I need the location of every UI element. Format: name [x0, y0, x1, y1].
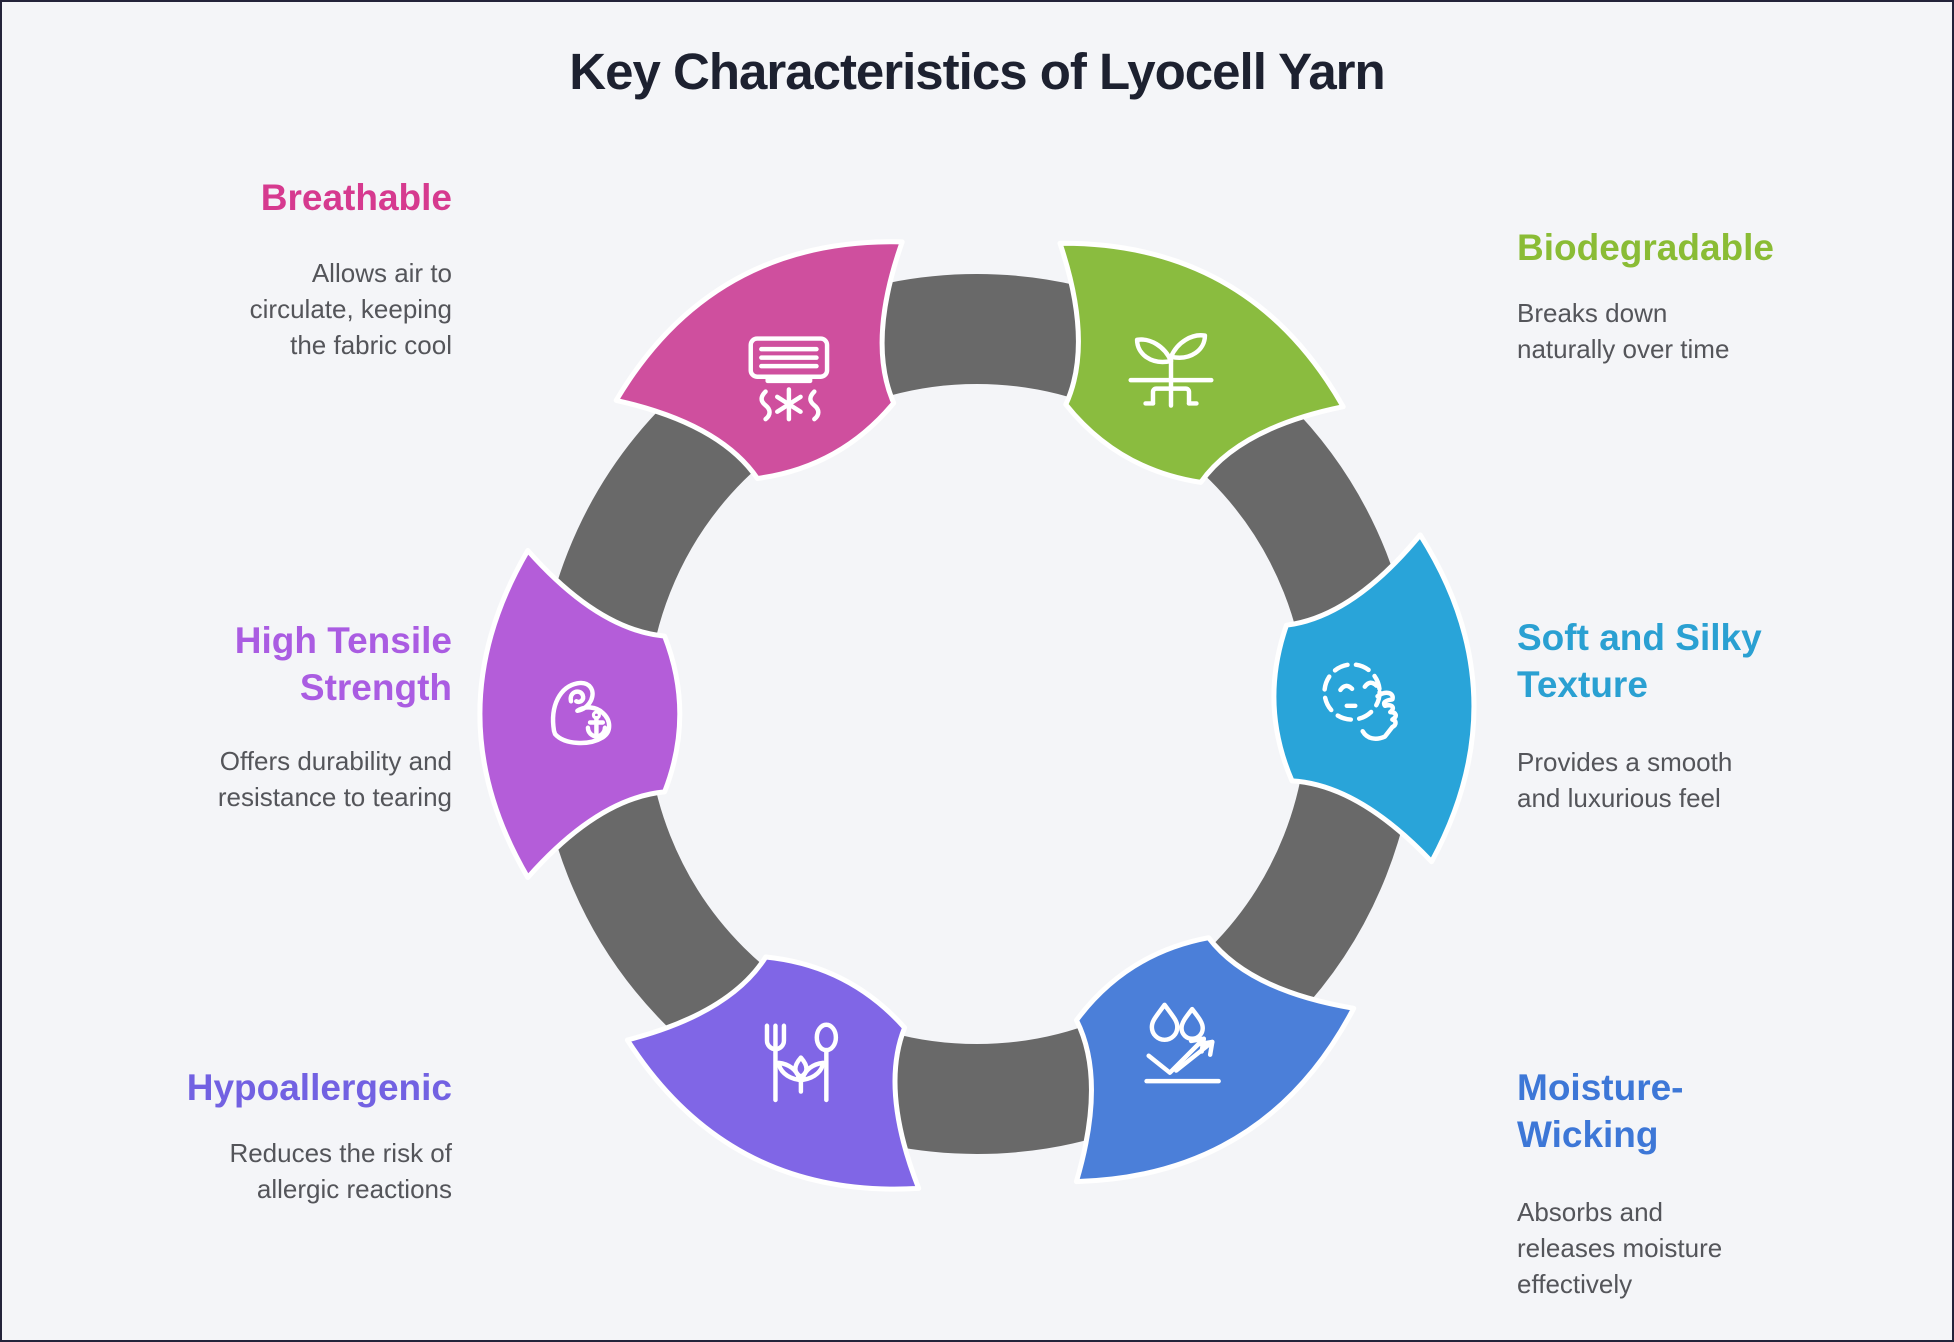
feature-title: Soft and Silky Texture: [1517, 617, 1762, 705]
segment-breathable: [613, 239, 905, 481]
droplets-wicking-icon: [1144, 1002, 1221, 1084]
feature-breathable: Breathable Allows air to circulate, keep…: [102, 174, 452, 363]
feature-hypoallergenic: Hypoallergenic Reduces the risk of aller…: [102, 1064, 452, 1207]
air-conditioner-icon: [748, 336, 830, 422]
feature-title: Moisture- Wicking: [1517, 1067, 1684, 1155]
feature-title: Hypoallergenic: [186, 1067, 452, 1108]
flexed-biceps-icon: [550, 680, 612, 746]
plant-with-roots-icon: [1128, 333, 1214, 408]
feature-description: Breaks down naturally over time: [1517, 298, 1730, 364]
feature-high-tensile-strength: High Tensile Strength Offers durability …: [102, 617, 452, 815]
feature-description: Offers durability and resistance to tear…: [217, 746, 452, 812]
segment-moisture-wicking: [1073, 935, 1357, 1185]
segments: [477, 239, 1477, 1192]
feature-description: Absorbs and releases moisture effectivel…: [1517, 1197, 1723, 1299]
feature-description: Allows air to circulate, keeping the fab…: [249, 258, 452, 360]
feature-description: Reduces the risk of allergic reactions: [229, 1138, 452, 1204]
segment-hypoallergenic: [624, 954, 922, 1192]
segment-tensile-strength: [477, 548, 683, 880]
feature-title: Biodegradable: [1517, 227, 1774, 268]
feature-soft-and-silky-texture: Soft and Silky Texture Provides a smooth…: [1517, 614, 1937, 816]
segment-biodegradable: [1057, 240, 1346, 485]
feature-description: Provides a smooth and luxurious feel: [1517, 747, 1733, 813]
feature-moisture-wicking: Moisture- Wicking Absorbs and releases m…: [1517, 1064, 1937, 1302]
segment-soft-silky: [1271, 532, 1477, 865]
page-title: Key Characteristics of Lyocell Yarn: [569, 43, 1385, 100]
feature-title: High Tensile Strength: [234, 620, 452, 708]
soft-face-icon: [1322, 662, 1398, 741]
fork-plant-spoon-icon: [764, 1022, 839, 1103]
feature-biodegradable: Biodegradable Breaks down naturally over…: [1517, 224, 1937, 367]
feature-title: Breathable: [260, 177, 452, 218]
